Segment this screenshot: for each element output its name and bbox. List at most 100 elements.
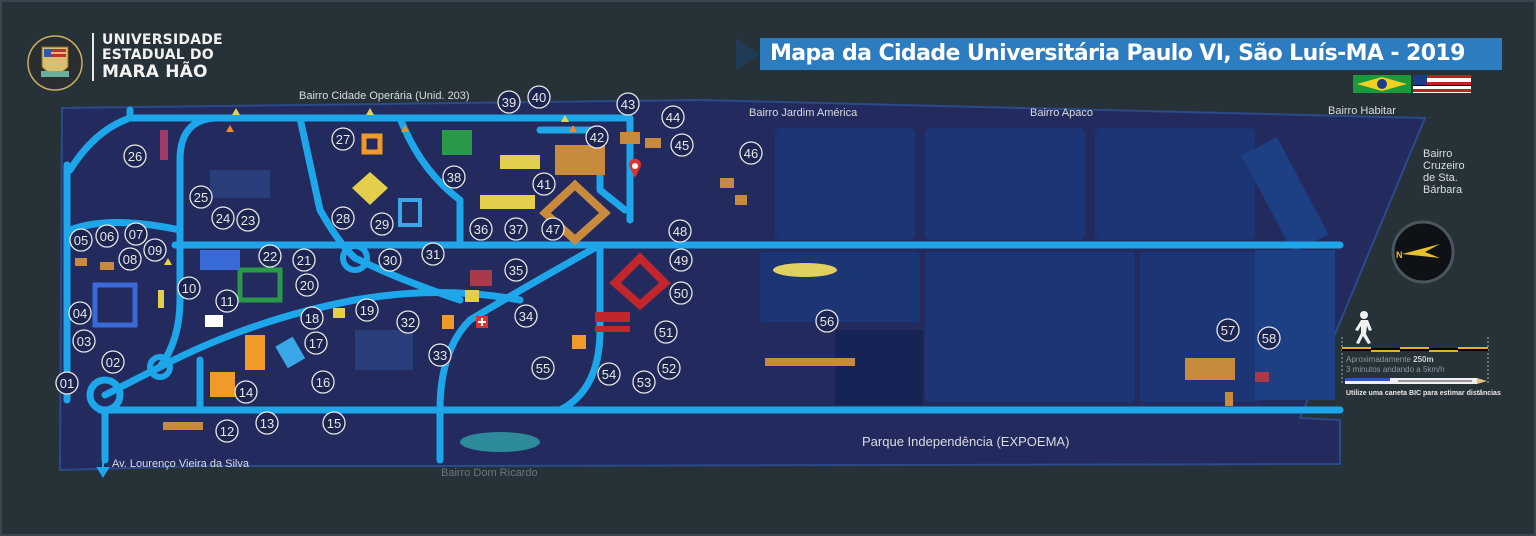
map-marker-01[interactable]: 01 — [55, 371, 79, 395]
label-cruzeiro-1: Bairro — [1423, 148, 1453, 160]
marker-circle — [300, 306, 324, 330]
map-marker-42[interactable]: 42 — [585, 125, 609, 149]
bus-stop-icon[interactable] — [629, 158, 641, 178]
map-marker-27[interactable]: 27 — [331, 127, 355, 151]
marker-circle — [497, 90, 521, 114]
map-marker-36[interactable]: 36 — [469, 217, 493, 241]
map-marker-32[interactable]: 32 — [396, 310, 420, 334]
map-marker-38[interactable]: 38 — [442, 165, 466, 189]
marker-number: 20 — [300, 278, 314, 293]
map-marker-16[interactable]: 16 — [311, 370, 335, 394]
map-marker-51[interactable]: 51 — [654, 320, 678, 344]
marker-number: 47 — [546, 222, 560, 237]
marker-number: 44 — [666, 110, 680, 125]
marker-circle — [304, 331, 328, 355]
marker-number: 31 — [426, 247, 440, 262]
map-marker-06[interactable]: 06 — [95, 224, 119, 248]
map-marker-17[interactable]: 17 — [304, 331, 328, 355]
buildings-other — [92, 130, 1269, 382]
marker-circle — [657, 356, 681, 380]
marker-circle — [504, 217, 528, 241]
marker-circle — [378, 248, 402, 272]
map-marker-25[interactable]: 25 — [189, 185, 213, 209]
marker-number: 14 — [239, 385, 253, 400]
maranhao-flag — [1413, 75, 1471, 93]
map-marker-02[interactable]: 02 — [101, 350, 125, 374]
marker-circle — [661, 105, 685, 129]
map-marker-22[interactable]: 22 — [258, 244, 282, 268]
map-marker-21[interactable]: 21 — [292, 248, 316, 272]
map-marker-40[interactable]: 40 — [527, 85, 551, 109]
marker-number: 08 — [123, 252, 137, 267]
map-marker-39[interactable]: 39 — [497, 90, 521, 114]
map-marker-10[interactable]: 10 — [177, 276, 201, 300]
label-cidade-operaria: Bairro Cidade Operária (Unid. 203) — [299, 90, 470, 102]
avenue-arrow — [96, 462, 110, 478]
map-marker-52[interactable]: 52 — [657, 356, 681, 380]
map-marker-29[interactable]: 29 — [370, 212, 394, 236]
university-line-3: MARA HÃO — [102, 62, 208, 82]
map-marker-20[interactable]: 20 — [295, 273, 319, 297]
marker-number: 13 — [260, 416, 274, 431]
map-marker-08[interactable]: 08 — [118, 247, 142, 271]
map-marker-18[interactable]: 18 — [300, 306, 324, 330]
map-marker-12[interactable]: 12 — [215, 419, 239, 443]
marker-circle — [177, 276, 201, 300]
map-marker-44[interactable]: 44 — [661, 105, 685, 129]
map-marker-45[interactable]: 45 — [670, 133, 694, 157]
map-marker-30[interactable]: 30 — [378, 248, 402, 272]
map-marker-55[interactable]: 55 — [531, 356, 555, 380]
map-marker-03[interactable]: 03 — [72, 329, 96, 353]
map-marker-13[interactable]: 13 — [255, 411, 279, 435]
map-marker-50[interactable]: 50 — [669, 281, 693, 305]
map-marker-58[interactable]: 58 — [1257, 326, 1281, 350]
map-marker-49[interactable]: 49 — [669, 248, 693, 272]
map-marker-04[interactable]: 04 — [68, 301, 92, 325]
marker-circle — [101, 350, 125, 374]
map-marker-35[interactable]: 35 — [504, 258, 528, 282]
marker-circle — [585, 125, 609, 149]
map-marker-37[interactable]: 37 — [504, 217, 528, 241]
map-marker-11[interactable]: 11 — [215, 289, 239, 313]
marker-number: 37 — [509, 222, 523, 237]
map-marker-09[interactable]: 09 — [143, 238, 167, 262]
marker-circle — [189, 185, 213, 209]
marker-circle — [311, 370, 335, 394]
map-marker-31[interactable]: 31 — [421, 242, 445, 266]
map-marker-41[interactable]: 41 — [532, 172, 556, 196]
compass-icon: N — [1391, 220, 1455, 284]
marker-circle — [541, 217, 565, 241]
map-marker-34[interactable]: 34 — [514, 304, 538, 328]
map-marker-14[interactable]: 14 — [234, 380, 258, 404]
map-marker-43[interactable]: 43 — [616, 92, 640, 116]
map-marker-15[interactable]: 15 — [322, 411, 346, 435]
map-marker-05[interactable]: 05 — [69, 228, 93, 252]
map-marker-57[interactable]: 57 — [1216, 318, 1240, 342]
scale-walk: 3 minutos andando a 5km/h — [1346, 365, 1445, 374]
map-marker-48[interactable]: 48 — [668, 219, 692, 243]
map-marker-07[interactable]: 07 — [124, 222, 148, 246]
map-marker-26[interactable]: 26 — [123, 144, 147, 168]
buildings-yellow — [158, 155, 540, 318]
marker-circle — [292, 248, 316, 272]
marker-circle — [72, 329, 96, 353]
map-marker-56[interactable]: 56 — [815, 309, 839, 333]
map-marker-54[interactable]: 54 — [597, 362, 621, 386]
marker-number: 55 — [536, 361, 550, 376]
map-marker-24[interactable]: 24 — [211, 206, 235, 230]
map-marker-23[interactable]: 23 — [236, 208, 260, 232]
map-marker-46[interactable]: 46 — [739, 141, 763, 165]
scale-bar — [1341, 337, 1489, 385]
map-marker-47[interactable]: 47 — [541, 217, 565, 241]
marker-circle — [442, 165, 466, 189]
map-marker-53[interactable]: 53 — [632, 370, 656, 394]
map-marker-19[interactable]: 19 — [355, 298, 379, 322]
marker-number: 34 — [519, 309, 533, 324]
map-marker-28[interactable]: 28 — [331, 206, 355, 230]
first-aid-icon[interactable] — [476, 316, 488, 328]
label-apaco: Bairro Apaco — [1030, 107, 1093, 119]
marker-circle — [815, 309, 839, 333]
map-marker-33[interactable]: 33 — [428, 343, 452, 367]
